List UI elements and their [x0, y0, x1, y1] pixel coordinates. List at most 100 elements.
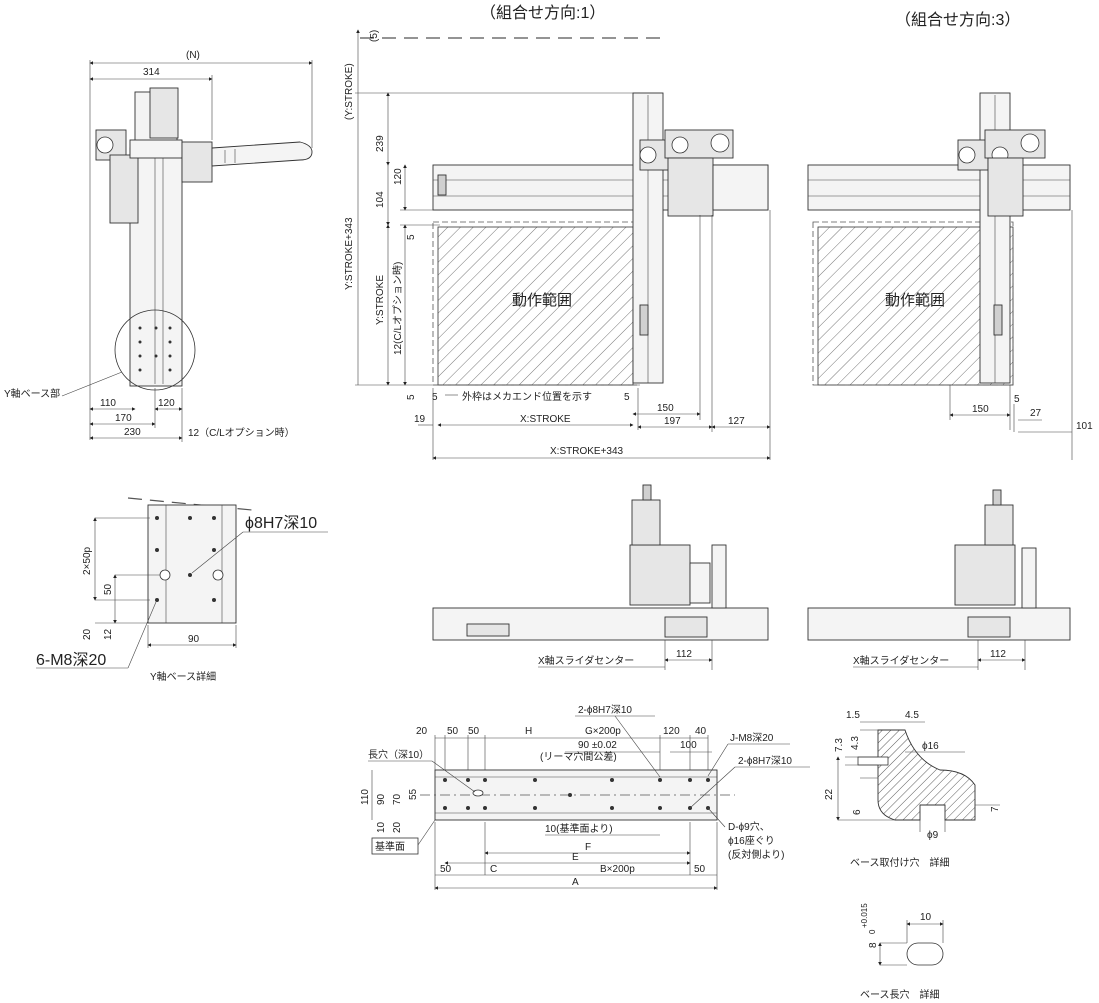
dim-10-slot: 10	[920, 912, 932, 923]
y-base-detail-title: Y軸ベース詳細	[150, 670, 216, 683]
dim-4-3: 4.3	[850, 736, 861, 750]
slot-detail: 8 +0.015 0 10 ベース長穴 詳細	[860, 903, 944, 1001]
frame-note: 外枠はメカエンド位置を示す	[462, 390, 592, 403]
dim-phi9: ϕ9	[927, 830, 939, 841]
callout-slot: 長穴（深10）	[368, 748, 429, 761]
dim-104: 104	[375, 191, 386, 208]
dim-12-ybase: 12	[103, 628, 114, 640]
dim-150-dir3: 150	[972, 404, 989, 415]
dim-50d-plan: 50	[694, 864, 706, 875]
base-plan-view: 20 50 50 H G×200p 120 40 90 ±0.02 100 (リ…	[360, 704, 810, 890]
dim-5-dir3: 5	[1014, 394, 1020, 405]
dim-4-5: 4.5	[905, 710, 919, 721]
dim-tol-slot: +0.015	[860, 903, 869, 928]
dim-197: 197	[664, 416, 681, 427]
dim-b: B×200p	[600, 864, 635, 875]
slider-center-label-1: X軸スライダセンター	[538, 654, 634, 667]
y-base-label: Y軸ベース部	[4, 387, 60, 400]
dim-100-plan: 100	[680, 740, 697, 751]
dim-7: 7	[990, 806, 1001, 812]
dim-1-5: 1.5	[846, 710, 860, 721]
dim-c: C	[490, 864, 497, 875]
dim-127: 127	[728, 416, 745, 427]
slider-view-dir1: X軸スライダセンター 112	[432, 484, 769, 670]
dim-50a-plan: 50	[447, 726, 459, 737]
dim-55-plan: 55	[408, 788, 419, 800]
dim-6: 6	[852, 809, 863, 815]
dim-101: 101	[1076, 421, 1093, 432]
dim-10-plan: 10	[376, 821, 387, 833]
dim-112-1: 112	[676, 649, 692, 660]
dim-22: 22	[824, 788, 835, 800]
front-view-dir3: 動作範囲 150 5 27 101	[807, 92, 1093, 460]
dim-5-right-bot: 5	[624, 392, 630, 403]
dim-239: 239	[375, 135, 386, 152]
callout-d: D-ϕ9穴、	[728, 820, 770, 833]
dim-230: 230	[124, 427, 141, 438]
dim-cl-side: 12（C/Lオプション時）	[188, 427, 295, 439]
dim-a: A	[572, 877, 579, 888]
mount-hole-detail: 1.5 4.5 7.3 4.3 ϕ16 22 6 7 ϕ9 ベース取付け穴 詳細	[824, 710, 1001, 869]
dim-120: 120	[158, 398, 175, 409]
view-title-dir1: （組合せ方向:1）	[480, 4, 605, 22]
dim-50c-plan: 50	[440, 864, 452, 875]
dim-20v-plan: 20	[392, 821, 403, 833]
dim-20-plan: 20	[416, 726, 428, 737]
callout-2phi-top: 2-ϕ8H7深10	[578, 704, 632, 716]
dim-tol0-slot: 0	[868, 929, 877, 934]
range-label-dir1: 動作範囲	[512, 291, 572, 309]
callout-2phi-right: 2-ϕ8H7深10	[738, 755, 792, 767]
dim-27: 27	[1030, 408, 1042, 419]
dim-xstroke343: X:STROKE+343	[550, 446, 624, 457]
dim-cl-front: 12(C/Lオプション時)	[392, 262, 404, 355]
dim-120-front: 120	[393, 168, 404, 185]
dim-314: 314	[143, 67, 160, 78]
dim-phi16: ϕ16	[922, 741, 939, 752]
dim-5-bot: 5	[406, 394, 417, 400]
dim-7-3: 7.3	[834, 738, 845, 752]
mount-detail-title: ベース取付け穴 詳細	[850, 856, 950, 869]
side-view: (N) 314 Y軸ベース部 110	[4, 50, 313, 442]
note-reamer: (リーマ穴間公差)	[540, 750, 617, 763]
dim-e: E	[572, 852, 579, 863]
dim-5-top: (5)	[369, 30, 380, 42]
dim-90-tol: 90 ±0.02	[578, 740, 617, 751]
dim-90v-plan: 90	[376, 793, 387, 805]
dim-n: (N)	[186, 50, 200, 61]
dim-f: F	[585, 842, 591, 853]
ref-face: 基準面	[375, 840, 405, 853]
dim-20-ybase: 20	[82, 628, 93, 640]
dim-170: 170	[115, 413, 132, 424]
note-10-ref: 10(基準面より)	[545, 822, 613, 835]
dim-70-plan: 70	[392, 793, 403, 805]
dim-120-plan: 120	[663, 726, 680, 737]
dim-112-3: 112	[990, 649, 1006, 660]
dim-90-ybase: 90	[188, 634, 200, 645]
callout-jm8: J-M8深20	[730, 732, 774, 744]
front-view-dir1: (5) (Y:STROKE) 239 Y:STROKE+343 120 104 …	[344, 29, 771, 460]
callout-d3: (反対側より)	[728, 848, 784, 861]
slider-center-label-3: X軸スライダセンター	[853, 654, 949, 667]
dim-xstroke: X:STROKE	[520, 414, 571, 425]
slider-view-dir3: X軸スライダセンター 112	[807, 489, 1071, 670]
dim-g: G×200p	[585, 726, 621, 737]
dim-8-slot: 8	[868, 942, 879, 948]
dim-h: H	[525, 726, 532, 737]
y-base-detail: 2×50p 50 20 12 90 ϕ8H7深10 6-M8深20 Y軸ベース詳…	[36, 497, 328, 683]
dim-150-front: 150	[657, 403, 674, 414]
dim-2x50p: 2×50p	[82, 546, 93, 575]
dim-40-plan: 40	[695, 726, 707, 737]
range-label-dir3: 動作範囲	[885, 291, 945, 309]
dim-5-left-bot: 5	[432, 392, 438, 403]
callout-h7-ybase: ϕ8H7深10	[245, 514, 317, 532]
dim-ystroke: Y:STROKE	[375, 275, 386, 325]
dim-ystroke343: Y:STROKE+343	[344, 217, 355, 290]
view-title-dir3: （組合せ方向:3）	[895, 11, 1020, 29]
callout-m8-ybase: 6-M8深20	[36, 651, 106, 669]
dim-110-plan: 110	[360, 789, 371, 805]
dim-50b-plan: 50	[468, 726, 480, 737]
callout-d2: ϕ16座ぐり	[728, 834, 775, 847]
dim-5-mid: 5	[406, 234, 417, 240]
slot-detail-title: ベース長穴 詳細	[860, 988, 940, 1001]
